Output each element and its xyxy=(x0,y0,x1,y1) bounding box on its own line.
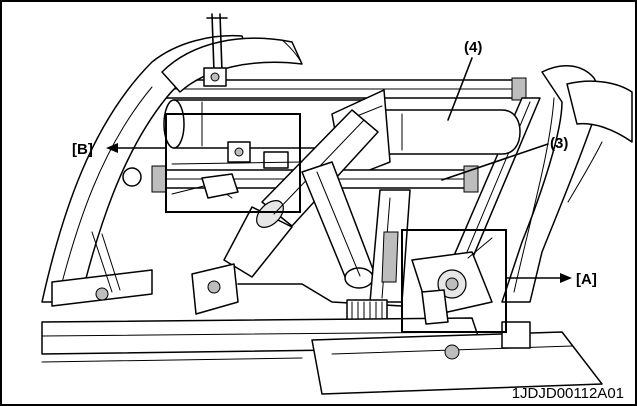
arrow-head-a xyxy=(560,273,572,283)
detail-box-b xyxy=(165,113,301,213)
pivot-bracket-a xyxy=(411,237,493,325)
lower-cylinder xyxy=(301,161,375,289)
label-detail-a: [A] xyxy=(576,271,597,288)
center-frame xyxy=(369,189,411,303)
base-plate xyxy=(41,317,603,395)
leader-lines xyxy=(106,57,572,283)
hose-fitting xyxy=(203,13,228,87)
arrow-head-b xyxy=(106,143,118,153)
label-detail-b: [B] xyxy=(72,141,93,158)
label-part-4: (4) xyxy=(464,39,482,56)
leader-line-3 xyxy=(441,143,549,181)
figure-code: 1JDJD00112A01 xyxy=(512,385,624,402)
detail-box-a xyxy=(401,229,507,333)
label-part-3: (3) xyxy=(550,135,568,152)
left-lower-frame xyxy=(51,167,153,307)
clamps-b xyxy=(171,141,303,199)
lever-bracket xyxy=(191,263,403,315)
right-boom-arm xyxy=(501,65,633,303)
leader-line-4 xyxy=(447,57,473,121)
